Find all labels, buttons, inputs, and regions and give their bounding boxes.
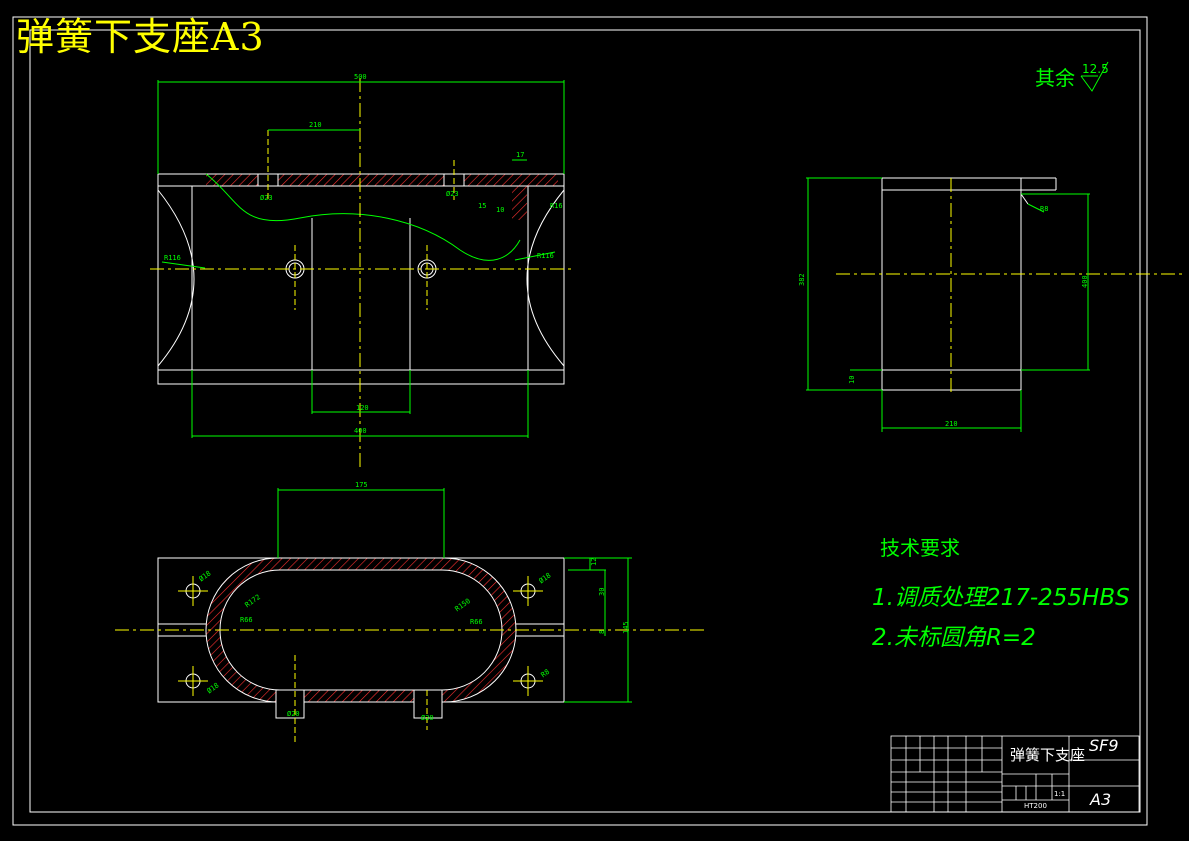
dim-depth-a: 15 [478,202,486,210]
dim-side-width: 210 [945,420,958,428]
dim-top-offset: 210 [309,121,322,129]
tech-req-heading: 技术要求 [880,536,960,560]
dim-plan-h2: 30 [598,588,606,596]
roughness-value: 12.5 [1082,62,1109,76]
roughness-label: 其余 [1035,66,1075,90]
plan-view: 175 R172 R66 R150 R66 Ø18 Ø18 Ø18 R8 Ø20… [115,481,705,742]
hatch-web [512,186,527,220]
dim-plan-total-h: 145 [622,621,630,634]
dim-plan-hole-tr: Ø18 [538,571,553,585]
tech-req-item-2: 2.未标圆角R=2 [872,625,1036,651]
dim-hole-right: Ø23 [446,190,459,198]
dim-side-inner: 400 [1081,275,1089,288]
dim-hole-left: Ø23 [260,194,273,202]
dim-plan-boss-right: Ø20 [421,714,434,722]
dim-chamfer: R16 [550,202,563,210]
side-view: 382 400 10 210 R8 [798,177,1182,432]
dim-side-radius: R8 [1040,205,1048,213]
roughness-symbol-icon [1080,61,1109,92]
dim-depth-b: 10 [496,206,504,214]
hatch-top-plate [206,174,558,186]
title-block-sheet-size: A3 [1090,790,1112,809]
dim-plan-boss-left: Ø20 [287,710,300,718]
title-block [890,735,1140,813]
dim-plan-r-inner-right: R66 [470,618,483,626]
dim-plan-h1: 12 [590,558,598,566]
dim-side-bottom-gap: 10 [848,376,856,384]
tech-req-item-1: 1.调质处理217-255HBS [872,585,1130,611]
dim-slot-width: 17 [516,151,524,159]
dim-base-width: 400 [354,427,367,435]
drawing-title: 弹簧下支座A3 [16,15,265,59]
title-block-scale: 1:1 [1054,790,1066,798]
title-block-material: HT200 [1024,802,1047,810]
dim-plan-hole-br: R8 [540,668,552,679]
dim-plan-hole-tl: Ø18 [198,569,213,583]
dim-plan-top: 175 [355,481,368,489]
outer-frame [12,16,1148,826]
inner-frame [29,29,1141,813]
dim-side-height: 382 [798,273,806,286]
front-outline [157,173,565,385]
dim-plan-hole-bl: Ø18 [206,681,221,695]
dim-radius-right: R116 [537,252,554,260]
dim-plan-h3: 8 [598,630,606,634]
title-block-drawing-code: SF9 [1089,736,1119,755]
dim-plan-r-inner-left: R66 [240,616,253,624]
dim-radius-left: R116 [164,254,181,262]
dim-front-width: 500 [354,73,367,81]
dim-center-width: 120 [356,404,369,412]
front-view: 500 210 17 Ø23 Ø23 15 10 R116 R116 R16 1… [150,73,575,470]
title-block-part-name: 弹簧下支座 [1010,746,1086,764]
